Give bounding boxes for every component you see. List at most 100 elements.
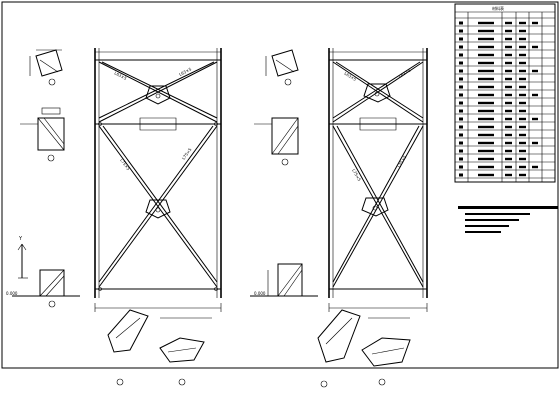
right-detail-base: 0.000 [250,263,318,297]
table-cell-mark [478,21,494,25]
table-cell-mark [519,77,526,81]
table-cell-mark [478,45,494,49]
table-cell-mark [532,165,538,169]
left-detail-base [12,269,80,308]
table-cell-mark [505,29,512,33]
left-detail-top [29,49,63,86]
table-cell-mark [519,45,526,49]
table-cell-mark [478,117,494,121]
notes-block [458,206,558,233]
svg-text:L63×5: L63×5 [343,71,357,83]
table-cell-mark [505,125,512,129]
material-table: 材料表 [454,3,556,183]
table-cell-mark [505,117,512,121]
table-cell-mark [478,69,494,73]
table-cell-mark [505,149,512,153]
table-cell-mark [478,125,494,129]
table-cell-mark [459,109,463,113]
table-cell-mark [532,69,538,73]
table-cell-mark [459,165,463,169]
table-cell-mark [459,117,463,121]
axis-label: Y [18,236,23,242]
table-cell-mark [519,29,526,33]
table-cell-mark [519,165,526,169]
table-rows [455,21,555,179]
table-cell-mark [505,53,512,57]
table-cell-mark [478,37,494,41]
table-cell-mark [519,85,526,89]
right-detail-top [265,49,299,86]
table-cell-mark [532,45,538,49]
table-cell-mark [459,37,463,41]
svg-text:L75×5: L75×5 [397,154,408,168]
table-cell-mark [478,93,494,97]
table-cell-mark [478,77,494,81]
table-cell-mark [505,77,512,81]
table-title: 材料表 [492,5,504,11]
table-cell-mark [459,149,463,153]
table-cell-mark [532,21,538,25]
table-cell-mark [505,165,512,169]
table-cell-mark [519,141,526,145]
table-cell-mark [505,141,512,145]
table-cell-mark [459,77,463,81]
table-cell-mark [519,173,526,177]
table-cell-mark [519,69,526,73]
table-cell-mark [505,157,512,161]
table-cell-mark [459,45,463,49]
table-cell-mark [459,133,463,137]
table-cell-mark [532,93,538,97]
table-cell-mark [459,93,463,97]
svg-text:L75×5: L75×5 [181,147,193,161]
table-cell-mark [459,61,463,65]
table-cell-mark [505,133,512,137]
left-frame: L63×5 L63×5 L75×5 L75×5 [94,48,222,312]
table-cell-mark [519,125,526,129]
right-bottom-parts [317,309,411,388]
table-cell-mark [519,21,526,25]
table-cell-mark [478,173,494,177]
svg-text:L63×5: L63×5 [178,66,192,77]
table-cell-mark [519,133,526,137]
table-cell-mark [478,29,494,33]
table-cell-mark [478,157,494,161]
table-cell-mark [478,85,494,89]
table-cell-mark [505,61,512,65]
table-cell-mark [459,141,463,145]
table-cell-mark [505,45,512,49]
table-cell-mark [459,157,463,161]
left-detail-mid [20,107,65,162]
table-cell-mark [459,69,463,73]
sheet-border [1,1,559,369]
table-cell-mark [459,125,463,129]
table-cell-mark [478,109,494,113]
axis-indicator: Y 0.000 [6,236,28,296]
table-cell-mark [478,101,494,105]
table-cell-mark [519,101,526,105]
table-cell-mark [505,173,512,177]
table-cell-mark [505,85,512,89]
table-cell-mark [519,53,526,57]
table-cell-mark [505,109,512,113]
table-cell-mark [459,173,463,177]
table-cell-mark [478,141,494,145]
table-cell-mark [519,117,526,121]
table-cell-mark [459,21,463,25]
svg-text:L63×5: L63×5 [398,67,412,79]
table-cell-mark [478,165,494,169]
left-bottom-parts [107,309,212,386]
table-cell-mark [459,29,463,33]
table-cell-mark [519,93,526,97]
table-cell-mark [478,61,494,65]
table-cell-mark [519,109,526,113]
table-cell-mark [519,157,526,161]
svg-text:L75×5: L75×5 [119,158,131,172]
table-cell-mark [519,37,526,41]
table-cell-mark [459,53,463,57]
elevation-label-right: 0.000 [254,291,266,296]
svg-text:L63×5: L63×5 [114,70,128,81]
table-cell-mark [459,101,463,105]
table-cell-mark [478,149,494,153]
svg-text:L75×5: L75×5 [351,168,362,182]
